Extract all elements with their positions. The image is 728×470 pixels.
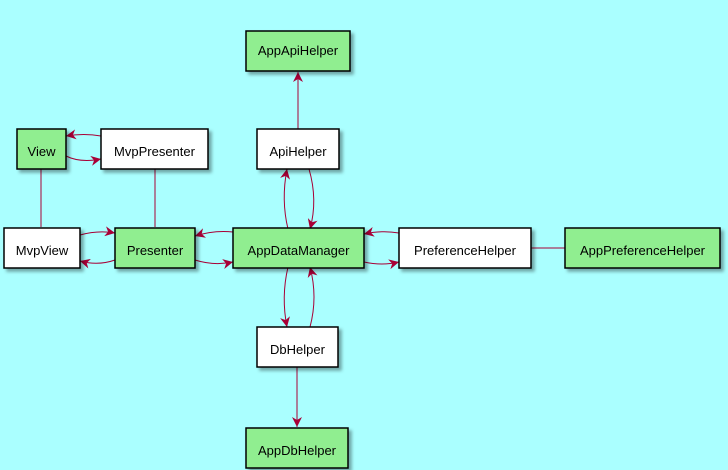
node-mvp-view: MvpView	[3, 227, 81, 269]
edge-api-helper-to-app-data-manager	[307, 168, 318, 230]
node-label: AppPreferenceHelper	[580, 243, 706, 258]
edge-app-data-manager-to-db-helper	[280, 266, 290, 328]
node-api-helper: ApiHelper	[256, 128, 340, 170]
node-label: MvpPresenter	[114, 144, 196, 159]
edge-app-data-manager-to-preference-helper	[363, 259, 400, 270]
node-presenter: Presenter	[114, 227, 196, 269]
nodes: AppApiHelper View MvpPresenter ApiHelper…	[3, 30, 721, 469]
edge-db-helper-to-app-data-manager	[307, 266, 318, 328]
node-label: PreferenceHelper	[414, 243, 517, 258]
edge-app-data-manager-to-api-helper	[280, 168, 291, 230]
edge-presenter-to-mvp-view	[79, 258, 116, 269]
edge-mvp-presenter-to-view	[65, 129, 102, 140]
node-label: Presenter	[127, 243, 184, 258]
edge-preference-helper-to-app-data-manager	[363, 226, 400, 237]
node-label: DbHelper	[270, 342, 326, 357]
node-app-api-helper: AppApiHelper	[245, 30, 351, 72]
edge-app-data-manager-to-presenter	[194, 228, 234, 238]
node-app-data-manager: AppDataManager	[232, 227, 365, 269]
node-view: View	[16, 128, 67, 170]
node-label: MvpView	[16, 243, 69, 258]
node-preference-helper: PreferenceHelper	[398, 227, 532, 269]
edge-mvp-view-to-presenter	[79, 226, 116, 237]
node-label: AppDataManager	[248, 243, 351, 258]
node-mvp-presenter: MvpPresenter	[100, 128, 209, 170]
edge-presenter-to-app-data-manager	[194, 259, 234, 269]
edge-view-to-mvp-presenter	[65, 155, 102, 166]
node-label: View	[28, 144, 57, 159]
node-app-preference-helper: AppPreferenceHelper	[564, 227, 721, 269]
edges	[40, 72, 565, 427]
node-label: AppDbHelper	[258, 443, 337, 458]
node-label: ApiHelper	[269, 144, 327, 159]
node-app-db-helper: AppDbHelper	[245, 427, 349, 469]
node-db-helper: DbHelper	[256, 326, 339, 368]
node-label: AppApiHelper	[258, 43, 339, 58]
